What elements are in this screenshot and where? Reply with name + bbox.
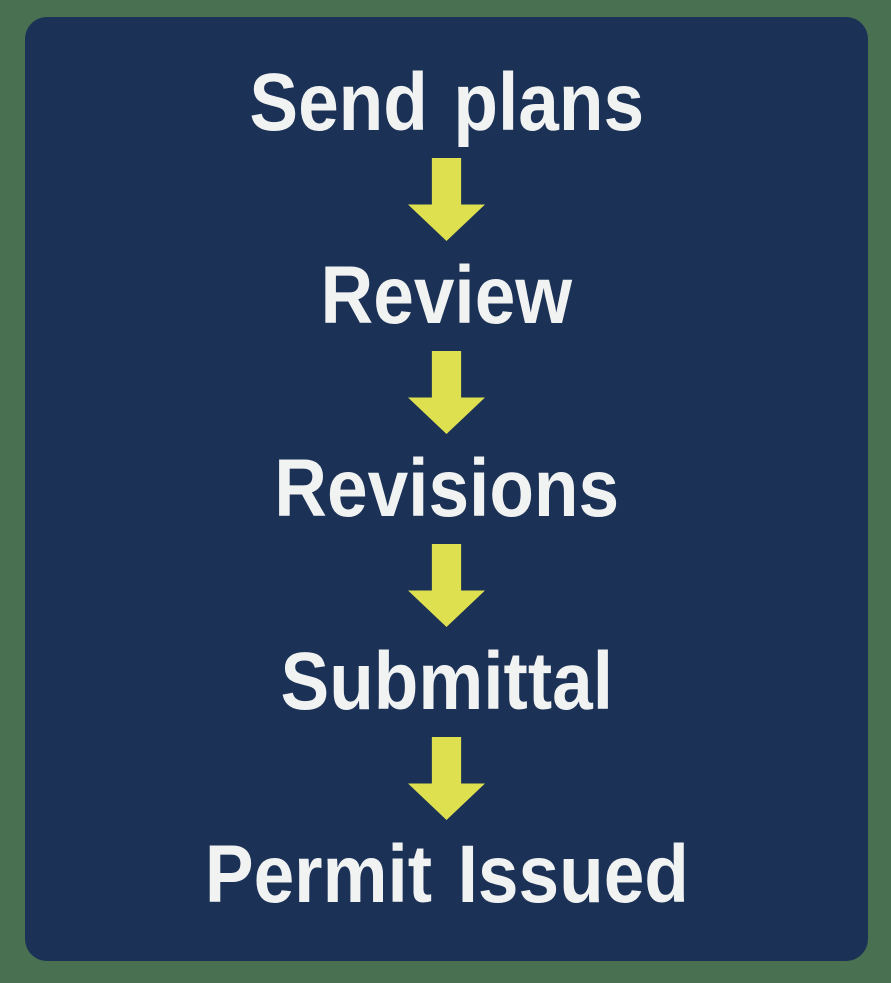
step-label-review: Review [320, 250, 573, 341]
step-label-submittal: Submittal [280, 636, 613, 727]
step-label-permit-issued: Permit Issued [204, 829, 689, 920]
step-label-revisions: Revisions [274, 443, 619, 534]
down-arrow-icon [408, 351, 485, 434]
down-arrow-icon [408, 158, 485, 241]
down-arrow-icon [408, 737, 485, 820]
step-label-send-plans: Send plans [249, 57, 644, 148]
down-arrow-icon [408, 544, 485, 627]
flowchart-card: Send plans Review Revisions Submittal Pe… [25, 17, 868, 961]
